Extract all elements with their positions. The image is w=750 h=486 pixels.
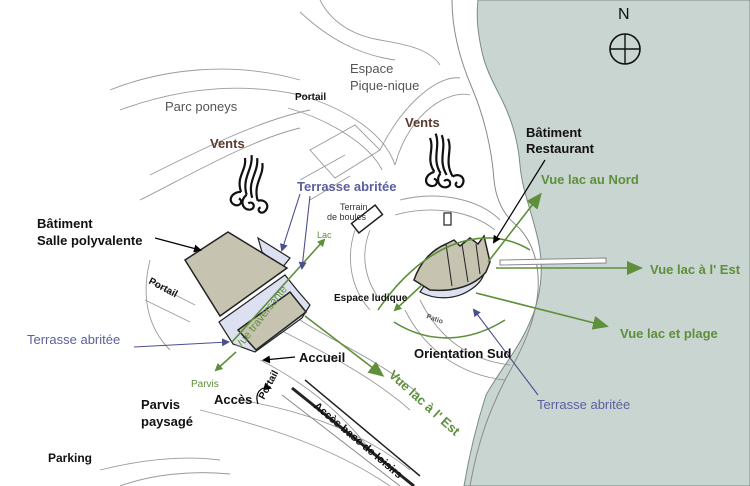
vue-est2-label: Vue lac à l' Est (386, 367, 463, 439)
accueil-label: Accueil (299, 350, 345, 365)
batiment-restaurant-label-2: Restaurant (526, 141, 595, 156)
access-road (281, 379, 421, 486)
compass-label: N (618, 6, 630, 23)
lake (463, 0, 750, 486)
orientation-sud-label: Orientation Sud (414, 346, 512, 361)
batiment-salle (183, 231, 289, 318)
batiment-restaurant-label-1: Bâtiment (526, 125, 582, 140)
terrain-boules-label-1: Terrain (340, 202, 368, 212)
zone-poneys: Parc poneys (165, 99, 238, 114)
zone-parking: Parking (48, 451, 92, 465)
site-linework (99, 0, 511, 486)
zone-pique-nique-1: Espace (350, 61, 393, 76)
north-compass (609, 33, 641, 65)
batiment-salle-annexe (236, 290, 308, 352)
batiment-salle-label-1: Bâtiment (37, 216, 93, 231)
zone-parvis-paysage-1: Parvis (141, 397, 180, 412)
view-arrows (214, 192, 643, 377)
vue-est-label: Vue lac à l' Est (650, 262, 741, 277)
portail-label: Portail (257, 369, 281, 402)
terrain-boules (350, 203, 384, 235)
terrasse-label: Terrasse abritée (27, 332, 120, 347)
espace-ludique-label: Espace ludique (334, 293, 408, 304)
vent-icon (421, 130, 466, 191)
acces-label: Accès (214, 392, 252, 407)
terrasse-arrows (133, 193, 539, 396)
terrasse-label: Terrasse abritée (297, 179, 397, 194)
batiment-salle-label-2: Salle polyvalente (37, 233, 143, 248)
view-sweep-arc (393, 319, 506, 339)
terrasse-label: Terrasse abritée (537, 397, 630, 412)
pier (499, 257, 607, 266)
sign-marker (443, 212, 452, 226)
lac-label: Lac (317, 230, 332, 240)
vue-plage-label: Vue lac et plage (620, 326, 718, 341)
vent-icon (228, 151, 277, 215)
parvis-label: Parvis (191, 379, 219, 390)
portail-label: Portail (147, 276, 180, 300)
portail-label: Portail (295, 92, 326, 103)
zone-parvis-paysage-2: paysagé (141, 414, 193, 429)
zone-pique-nique-2: Pique-nique (350, 78, 419, 93)
acces-base-label: Accès base de loisirs (311, 400, 404, 481)
vue-nord-label: Vue lac au Nord (541, 172, 639, 187)
terrain-boules-label-2: de boules (327, 212, 367, 222)
vents-label: Vents (405, 115, 440, 130)
label-arrows (154, 159, 546, 405)
view-sweep-arc (377, 237, 531, 311)
restaurant-partitions (445, 243, 481, 287)
vents-label: Vents (210, 136, 245, 151)
